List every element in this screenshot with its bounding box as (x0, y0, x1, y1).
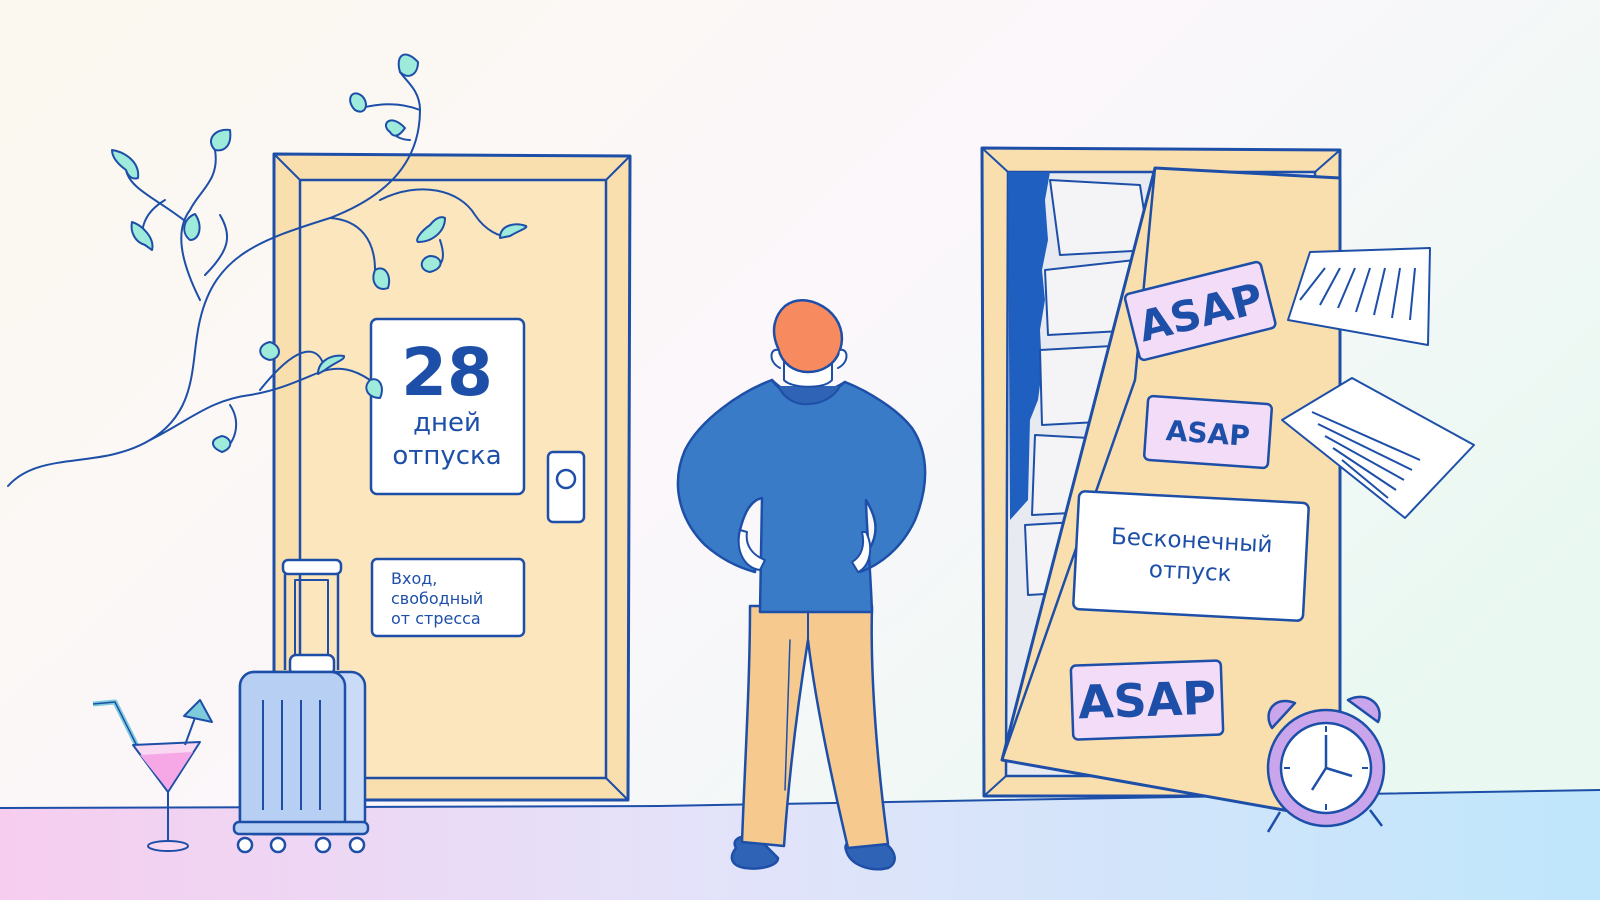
door-lock (546, 450, 586, 524)
alarm-clock-icon (1266, 695, 1386, 833)
stress-free-plate: Вход, свободный от стресса (370, 557, 526, 638)
plate-line3: от стресса (391, 609, 481, 628)
paper-sheet-icon (1287, 247, 1431, 346)
paper-sheet-icon-2 (1281, 377, 1475, 519)
vine-leaves (111, 53, 528, 453)
asap-label-3: ASAP (1077, 671, 1217, 730)
suitcase-icon (232, 558, 370, 854)
cocktail-icon (92, 699, 213, 852)
asap-sticker-bottom: ASAP (1069, 659, 1225, 741)
vacation-days-sign: 28 дней отпуска (369, 317, 526, 496)
plate-line1: Вход, (391, 569, 437, 588)
vacation-days-number: 28 (401, 334, 493, 411)
vacation-days-line2: отпуска (392, 441, 501, 471)
endless-vacation-line2: отпуск (1148, 557, 1232, 587)
floor (0, 790, 1600, 900)
plate-line2: свободный (391, 589, 483, 608)
asap-sticker-top: ASAP (1123, 260, 1277, 362)
man-figure (676, 298, 927, 871)
asap-label-2: ASAP (1165, 414, 1251, 453)
endless-vacation-sign: Бесконечный отпуск (1072, 490, 1310, 622)
vacation-days-line1: дней (413, 408, 481, 438)
asap-sticker-middle: ASAP (1143, 394, 1273, 470)
